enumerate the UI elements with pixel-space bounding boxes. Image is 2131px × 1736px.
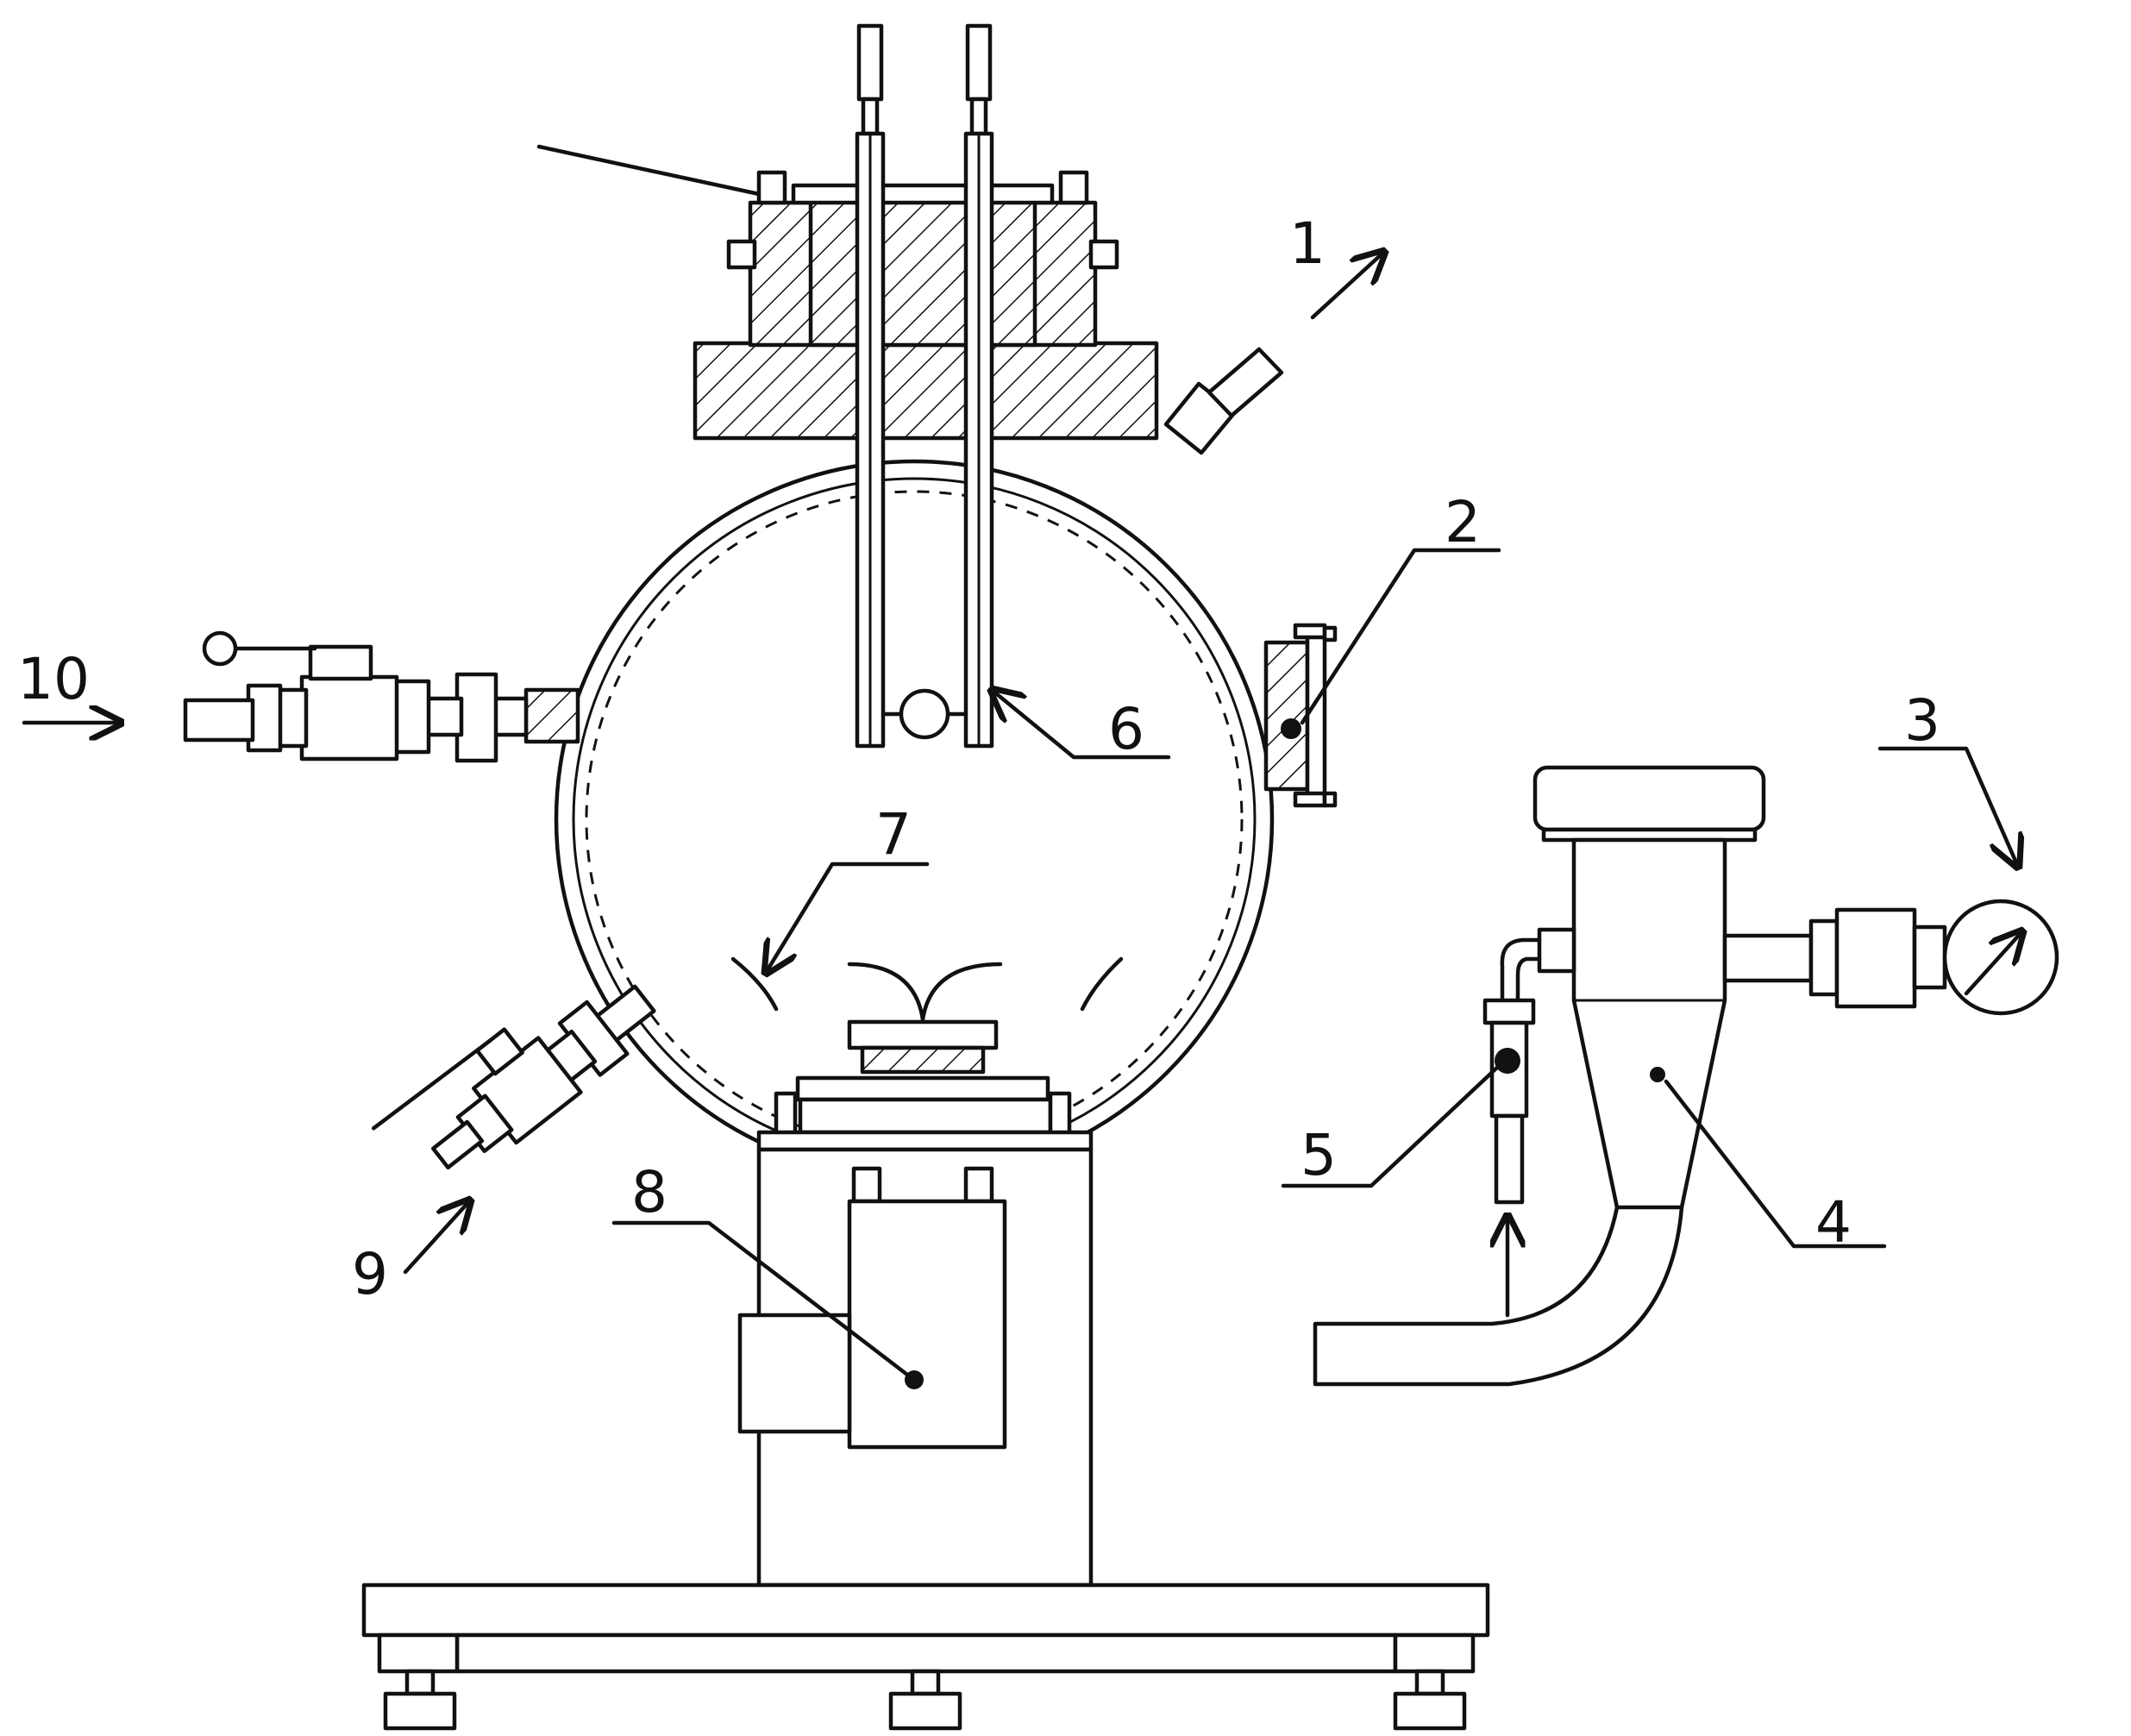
electrode-right	[963, 23, 994, 749]
needle-valve	[1482, 927, 1576, 1205]
callout-labels: 1 2 3 4 5 6 7 8 9 10	[17, 210, 1940, 1307]
drain-valve-assembly	[371, 984, 656, 1170]
label-1: 1	[1289, 210, 1326, 277]
inlet-valve-assembly	[183, 630, 580, 763]
leader-lines	[611, 548, 2018, 1377]
leveling-feet	[383, 1669, 1467, 1731]
base-plate	[361, 1582, 1490, 1674]
pressure-gauge	[1942, 899, 2059, 1016]
electrode-left	[855, 23, 886, 749]
motor-unit	[737, 1166, 1007, 1450]
arrow-9	[403, 1200, 470, 1275]
vessel-dot	[1650, 1067, 1665, 1082]
gauge-connection	[1722, 907, 1947, 1009]
top-flange-assembly	[693, 170, 1159, 441]
needle-valve-dot	[1495, 1048, 1520, 1074]
label-10: 10	[17, 646, 90, 712]
label-5: 5	[1301, 1122, 1337, 1188]
arrow-1	[1310, 252, 1384, 320]
flow-arrows	[22, 252, 1507, 1318]
label-8: 8	[631, 1159, 668, 1225]
clamp-lever	[536, 144, 762, 197]
motor-dot	[905, 1370, 924, 1389]
label-6: 6	[1108, 696, 1144, 762]
label-4: 4	[1815, 1189, 1852, 1256]
label-9: 9	[352, 1241, 388, 1307]
igniter-cup	[730, 956, 1124, 1075]
side-vessel	[1313, 765, 1766, 1387]
label-2: 2	[1445, 489, 1481, 555]
sensor-dot	[1281, 718, 1301, 739]
pressure-sensor-port	[1263, 623, 1338, 808]
ignition-bead	[881, 688, 968, 740]
outlet-port	[1163, 347, 1284, 455]
label-3: 3	[1904, 687, 1940, 754]
label-7: 7	[875, 801, 912, 868]
